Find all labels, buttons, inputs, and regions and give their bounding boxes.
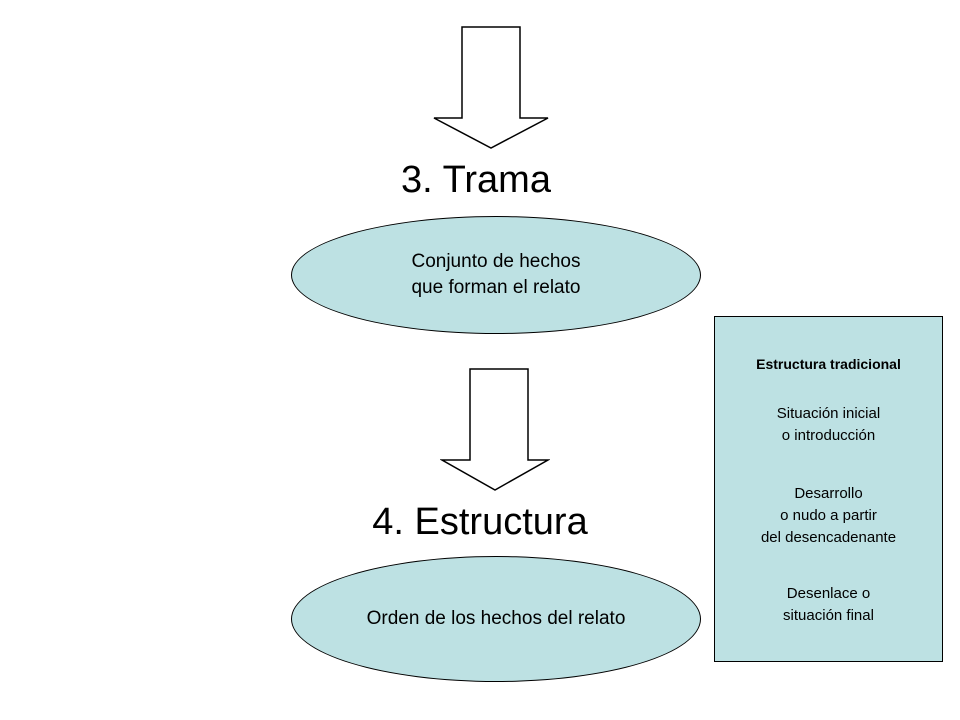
- trama-definition-ellipse: Conjunto de hechos que forman el relato: [291, 216, 701, 334]
- trama-definition-text: Conjunto de hechos que forman el relato: [411, 249, 580, 301]
- side-section-line: o introducción: [781, 427, 876, 444]
- trama-definition-line-2: que forman el relato: [411, 277, 581, 298]
- side-box-title: Estructura tradicional: [756, 356, 901, 372]
- down-arrow-icon: [440, 368, 550, 491]
- side-section-desenlace: Desenlace o situación final: [715, 583, 942, 627]
- side-section-line: del desencadenante: [760, 529, 897, 546]
- side-section-inicio: Situación inicial o introducción: [715, 403, 942, 447]
- estructura-definition-text: Orden de los hechos del relato: [366, 608, 626, 629]
- side-section-line: situación final: [783, 607, 874, 624]
- trama-definition-line-1: Conjunto de hechos: [411, 251, 581, 272]
- down-arrow-icon: [433, 26, 549, 149]
- side-section-desarrollo: Desarrollo o nudo a partir del desencade…: [715, 483, 942, 549]
- side-section-line: o nudo a partir: [780, 507, 877, 524]
- heading-trama: 3. Trama: [401, 159, 551, 201]
- side-section-line: Desenlace o: [786, 585, 871, 602]
- side-section-line: Desarrollo: [794, 485, 863, 502]
- estructura-tradicional-box: Estructura tradicional Situación inicial…: [714, 316, 943, 662]
- side-section-line: Situación inicial: [776, 405, 881, 422]
- heading-estructura: 4. Estructura: [372, 501, 588, 543]
- estructura-definition-ellipse: Orden de los hechos del relato: [291, 556, 701, 682]
